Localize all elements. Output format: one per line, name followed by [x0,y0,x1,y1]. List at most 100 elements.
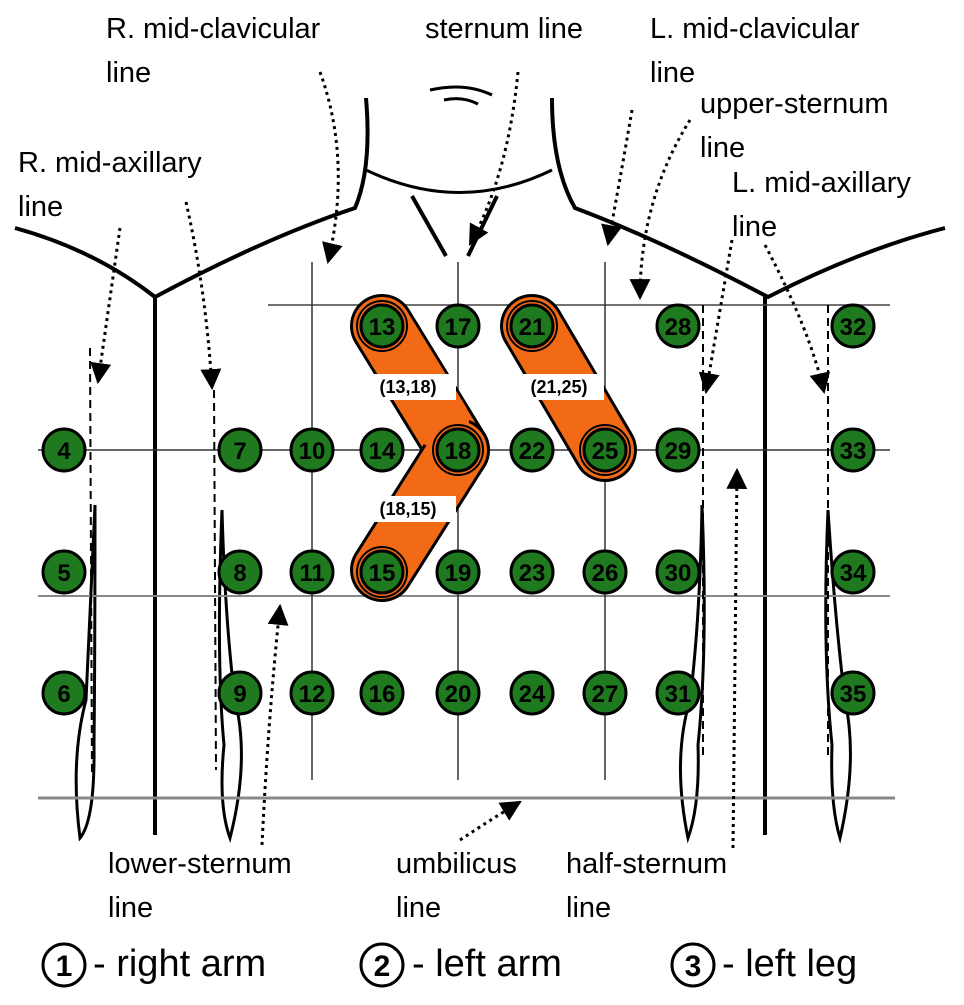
electrode-disc [509,303,555,349]
electrode-29: 29 [655,427,701,473]
legend-number: 2 [374,950,391,983]
clavicle-right [466,195,499,257]
electrode-disc [655,670,701,716]
r-axillary-dashed-2 [213,389,217,771]
clavicle-left [410,195,448,257]
electrode-8: 8 [217,549,263,595]
r-axillary-dashed [89,347,93,776]
electrode-disc [582,670,628,716]
label-l-mid-axillary: L. mid-axillary [732,167,911,199]
electrode-disc [41,549,87,595]
electrode-disc [359,670,405,716]
electrode-disc [830,670,876,716]
right-shoulder-outline [550,97,946,300]
electrode-disc [217,549,263,595]
electrode-number: 19 [445,560,472,587]
legend-left-leg: 3 - left leg [670,942,857,988]
electrode-6: 6 [41,670,87,716]
pair-label-13-18: (13,18) [379,377,436,397]
electrode-21: 21 [506,300,558,352]
electrode-number: 26 [592,560,619,587]
legend-number: 3 [685,950,702,983]
legend-number-circle [670,942,716,988]
electrode-number: 12 [299,681,326,708]
electrode-number: 10 [299,438,326,465]
electrode-34: 34 [830,549,876,595]
electrode-group: 4567891011121314151617181920212223242526… [41,300,876,716]
electrode-disc [359,303,405,349]
electrode-disc [41,670,87,716]
neck-base [365,168,553,194]
left-arm-inner [679,504,706,844]
label-r-mid-clavicular-line: line [106,57,151,89]
legend-left-arm: 2 - left arm [359,942,562,988]
electrode-disc [655,427,701,473]
label-upper-sternum-line: line [700,132,745,164]
legend-right-arm: 1 - right arm [41,942,266,988]
electrode-number: 24 [519,681,546,708]
electrode-disc [830,303,876,349]
electrode-number: 14 [369,438,396,465]
electrode-number: 27 [592,681,619,708]
electrode-disc [359,549,405,595]
electrode-highlight-ring [579,424,631,476]
electrode-19: 19 [435,549,481,595]
pointer-arrows [90,71,831,849]
electrode-disc [41,427,87,473]
electrode-disc [509,670,555,716]
electrode-disc [509,427,555,473]
electrode-number: 21 [519,314,546,341]
electrode-10: 10 [289,427,335,473]
electrode-number: 11 [299,560,324,587]
electrode-number: 4 [57,438,71,465]
electrode-26: 26 [582,549,628,595]
chin [429,85,493,106]
arrow-l-mid-axillary-2 [763,244,831,395]
legend-text: - right arm [93,943,266,985]
electrode-number: 18 [445,438,472,465]
electrode-number: 5 [57,560,70,587]
electrode-disc [289,670,335,716]
arrow-r-mid-axillary-2 [184,201,222,391]
body-outline [14,85,946,844]
electrode-number: 17 [445,314,472,341]
electrode-disc [217,427,263,473]
left-arm-inner-2 [824,509,852,844]
electrode-number: 32 [840,314,867,341]
limb-lead-legend: 1 - right arm 2 - left arm 3 - left leg [41,942,857,988]
label-half-sternum-line: line [566,892,611,924]
electrode-disc [655,303,701,349]
electrode-number: 28 [665,314,692,341]
line-labels: R. mid-clavicular line sternum line L. m… [18,13,911,924]
electrode-number: 16 [369,681,396,708]
electrode-28: 28 [655,303,701,349]
electrode-disc [509,549,555,595]
electrode-highlight-ring [356,546,408,598]
right-arm-inner-2 [217,509,243,844]
electrode-27: 27 [582,670,628,716]
left-shoulder-outline [14,97,370,300]
electrode-number: 34 [840,560,867,587]
legend-number-circle [41,942,87,988]
legend-number: 1 [56,950,73,983]
electrode-number: 8 [233,560,246,587]
arrow-sternum [468,71,520,246]
electrode-disc [582,427,628,473]
pair-label-18-15: (18,15) [379,499,436,519]
electrode-highlight-ring [432,424,484,476]
electrode-number: 13 [369,314,396,341]
electrode-13: 13 [356,300,408,352]
electrode-20: 20 [435,670,481,716]
electrode-number: 23 [519,560,546,587]
electrode-number: 25 [592,438,619,465]
arrow-umbilicus [459,800,522,842]
electrode-25: 25 [579,424,631,476]
electrode-22: 22 [509,427,555,473]
electrode-32: 32 [830,303,876,349]
label-upper-sternum: upper-sternum [700,88,889,120]
electrode-23: 23 [509,549,555,595]
legend-number-circle [359,942,405,988]
label-l-mid-clavicular-line: line [650,57,695,89]
arrow-r-mid-axillary [90,227,122,385]
